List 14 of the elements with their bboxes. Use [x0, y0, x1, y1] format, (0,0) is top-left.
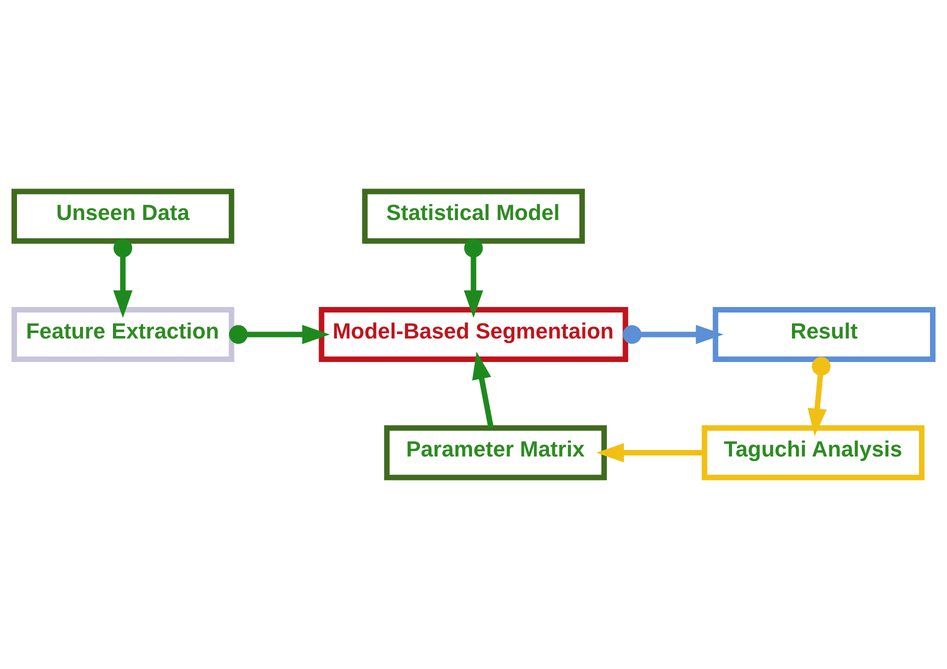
arrow — [464, 238, 484, 318]
arrow — [622, 324, 724, 344]
arrow — [596, 443, 704, 462]
node-box: Taguchi Analysis — [702, 425, 924, 480]
node-box: Unseen Data — [12, 188, 234, 244]
arrow — [808, 357, 831, 436]
arrow — [229, 324, 330, 344]
node-box: Result — [712, 307, 936, 362]
arrow — [472, 352, 494, 428]
node-box: Feature Extraction — [12, 307, 234, 362]
node-box: Model-Based Segmentaion — [318, 307, 628, 362]
node-box: Statistical Model — [362, 188, 585, 244]
arrow — [113, 238, 133, 318]
node-box: Parameter Matrix — [384, 425, 607, 480]
